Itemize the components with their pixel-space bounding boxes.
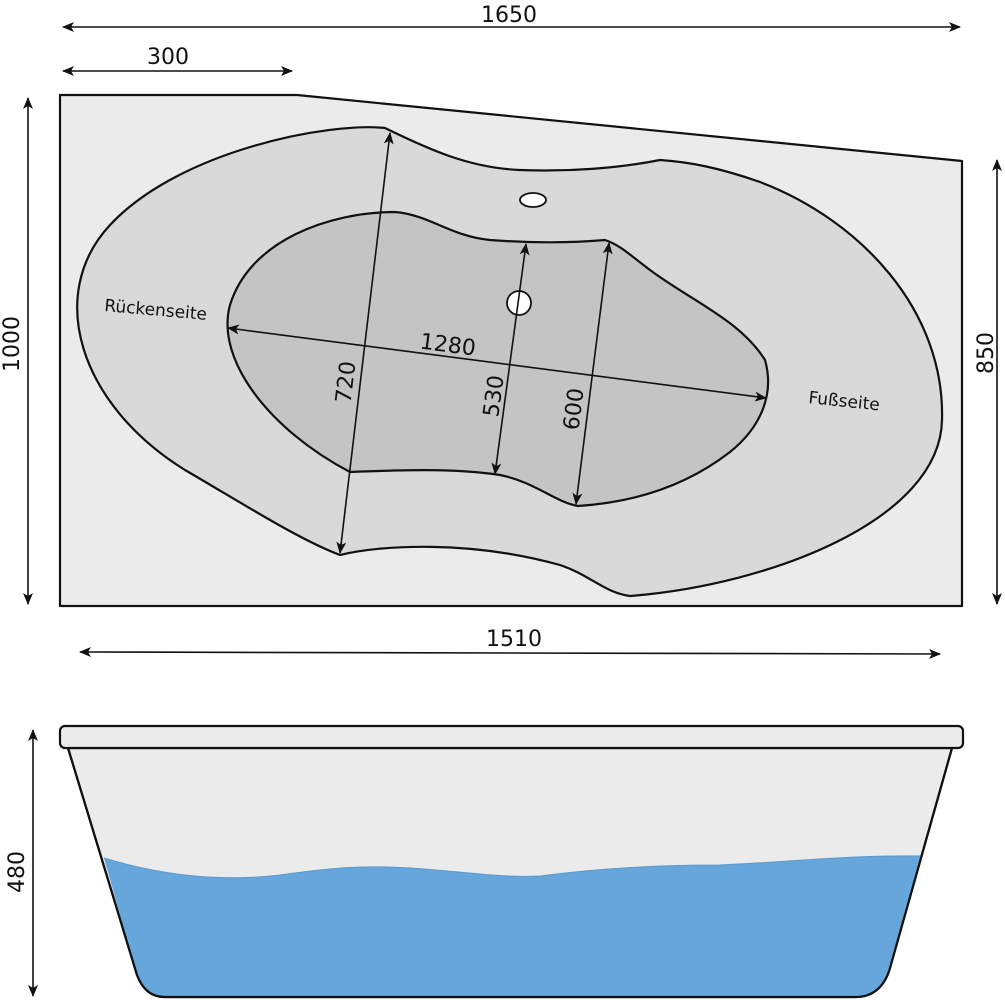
dim-depth-right: 850: [974, 332, 999, 374]
dim-inner-width-mid: 530: [479, 374, 509, 419]
water-fill: [104, 855, 921, 997]
dim-line-bottom-length: [79, 647, 941, 659]
faucet-hole-icon: [519, 192, 547, 208]
dim-inner-width-foot: 600: [560, 387, 590, 432]
dim-line-inner-width-mid: [491, 243, 530, 475]
side-view: 480: [5, 724, 965, 999]
dim-line-inner-width-foot: [572, 242, 613, 505]
water-surface-line: [103, 855, 922, 879]
dim-line-outer-width: [336, 132, 394, 554]
dim-height: 480: [5, 851, 30, 893]
top-view: 1650 300 1000 850 1510 1280 720 530 600 …: [0, 3, 1002, 659]
dim-depth-left: 1000: [0, 316, 25, 372]
dim-bottom-length: 1510: [486, 627, 542, 652]
tub-side-outline: [66, 747, 954, 999]
dim-outer-width: 720: [332, 360, 362, 405]
dim-overall-length: 1650: [481, 3, 537, 28]
tub-rim: [58, 724, 965, 750]
dim-corner-offset: 300: [147, 45, 189, 70]
